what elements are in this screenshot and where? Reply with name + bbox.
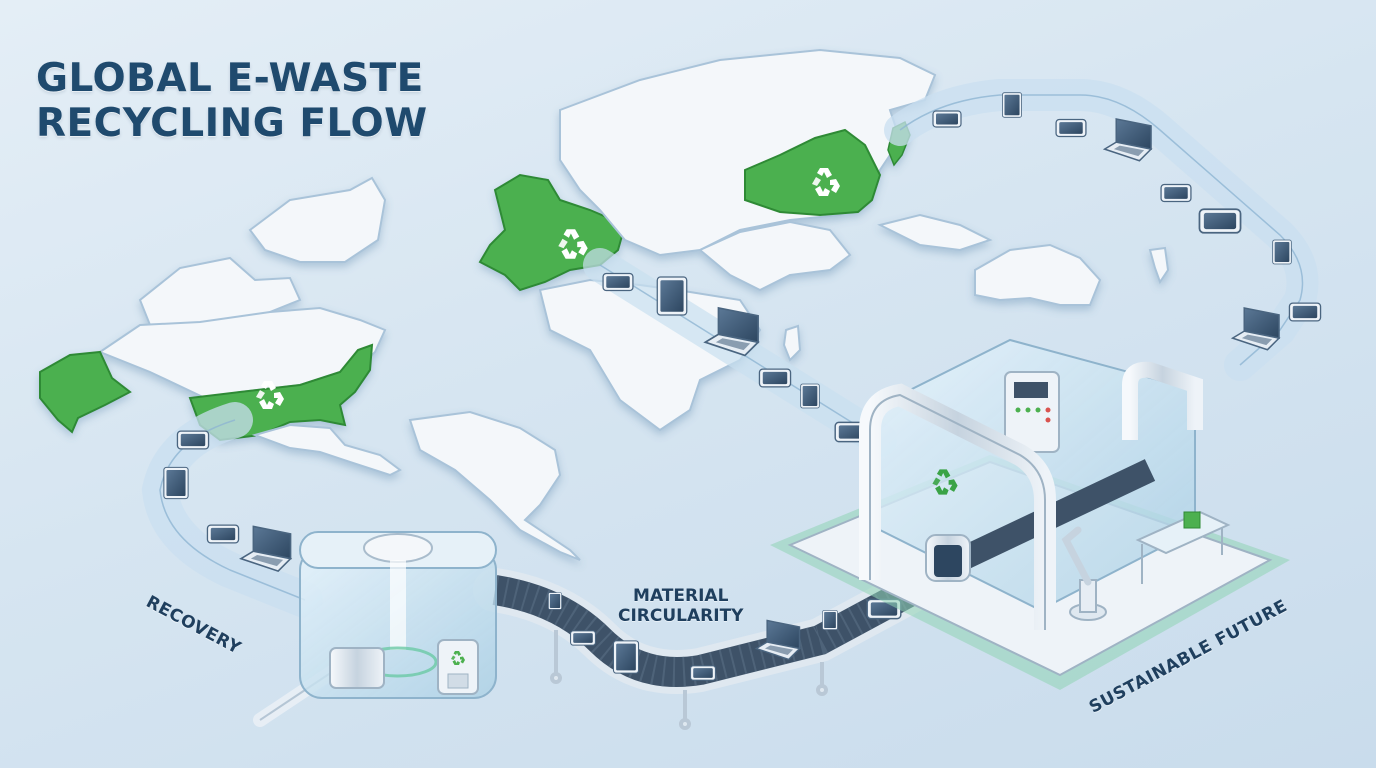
page-title: GLOBAL E-WASTE RECYCLING FLOW — [36, 56, 428, 146]
smartphone-icon — [602, 272, 634, 292]
south-asia — [698, 220, 852, 292]
smartphone-icon — [176, 430, 210, 450]
tablet-icon — [656, 276, 688, 316]
laptop-icon — [1231, 307, 1280, 351]
smartphone-icon — [800, 383, 820, 409]
conveyor-belt — [473, 548, 972, 730]
smartphone-icon — [1160, 183, 1192, 203]
indonesia — [877, 213, 993, 252]
smartphone-icon — [932, 110, 962, 128]
alaska-highlight — [39, 350, 132, 434]
south-america — [408, 410, 581, 561]
madagascar — [782, 324, 802, 362]
smartphone-icon — [569, 630, 597, 646]
tablet-icon — [1001, 92, 1023, 118]
tablet-icon — [1198, 208, 1242, 234]
smartphone-icon — [1288, 302, 1322, 322]
eurasia — [559, 48, 937, 257]
laptop-icon — [1103, 118, 1152, 162]
tablet-icon — [163, 466, 189, 500]
australia — [974, 243, 1102, 306]
china-highlight — [744, 128, 882, 217]
title-line-2: RECYCLING FLOW — [36, 101, 428, 146]
central-america — [251, 423, 402, 477]
new-zealand — [1148, 246, 1170, 285]
smartphone-icon — [822, 609, 838, 631]
smartphone-icon — [206, 524, 240, 544]
power-plug — [329, 647, 385, 689]
recovered-material — [1183, 511, 1201, 529]
processing-plant — [770, 338, 1290, 690]
conveyor-legs — [550, 630, 828, 730]
label-material-line-1: MATERIAL — [633, 586, 729, 606]
collection-hub — [253, 531, 497, 727]
smartphone-icon — [758, 368, 792, 388]
title-line-1: GLOBAL E-WASTE — [36, 56, 424, 101]
smartphone-icon — [1272, 239, 1292, 265]
smartphone-icon — [1055, 118, 1087, 138]
robot-arm — [1061, 526, 1107, 621]
smartphone-icon — [548, 592, 562, 610]
greenland — [248, 176, 387, 263]
tablet-icon — [612, 640, 640, 674]
label-material-line-2: CIRCULARITY — [618, 606, 744, 626]
smartphone-icon — [689, 665, 717, 681]
output-table — [1135, 510, 1231, 584]
label-material-circularity: MATERIAL CIRCULARITY — [618, 586, 743, 626]
